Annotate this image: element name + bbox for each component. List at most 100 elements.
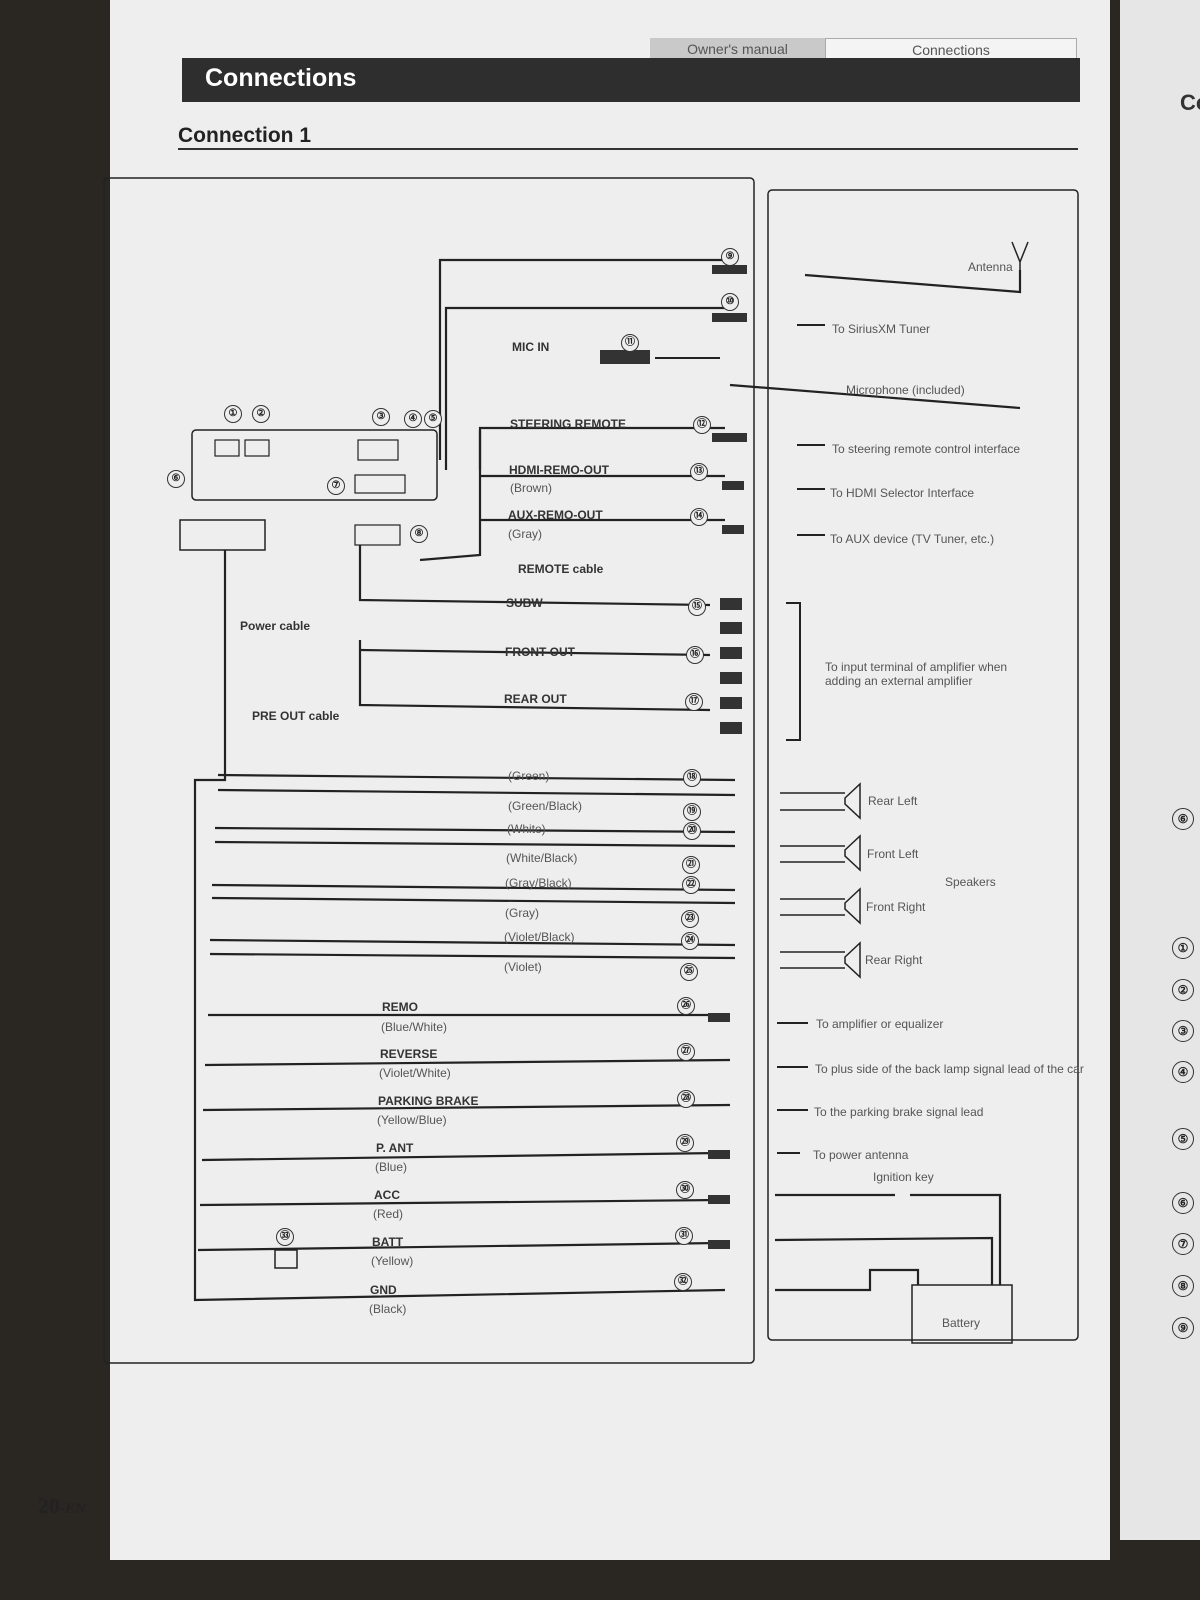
wire-30 — [199, 1198, 721, 1207]
wire-28 — [202, 1103, 731, 1112]
speaker-label-front-left: Front Left — [867, 847, 919, 861]
callout-23: ㉓ — [681, 910, 699, 928]
callout-1: ① — [224, 405, 242, 423]
speaker-rear-right — [844, 941, 861, 979]
plug-10 — [712, 313, 747, 322]
callout-16: ⑯ — [686, 646, 704, 664]
plug-12 — [712, 433, 747, 442]
wire-22 — [211, 883, 736, 892]
plug-17b — [720, 722, 742, 734]
speaker-rear-left — [844, 782, 861, 820]
plug-16b — [720, 672, 742, 684]
color-yellow: (Yellow) — [371, 1254, 414, 1268]
page-language: -EN — [60, 1501, 86, 1517]
speaker-label-front-right: Front Right — [866, 900, 926, 914]
callout-33: ㉝ — [276, 1228, 294, 1246]
callout-13: ⑬ — [690, 463, 708, 481]
dest-gnd-wire — [775, 1268, 920, 1292]
wire-power-trunk — [193, 550, 726, 1302]
wire-9 — [438, 258, 725, 460]
wire-27 — [204, 1058, 731, 1067]
plug-31 — [708, 1240, 730, 1249]
dest-hdmi: To HDMI Selector Interface — [830, 486, 975, 500]
plug-13 — [722, 481, 744, 490]
page-number: 20-EN — [38, 1493, 86, 1519]
color-green-black: (Green/Black) — [508, 799, 583, 813]
facing-callout-3: ③ — [1172, 1020, 1194, 1042]
callout-5: ⑤ — [424, 410, 442, 428]
label-front-out: FRONT OUT — [505, 645, 575, 659]
label-acc: ACC — [374, 1188, 400, 1202]
callout-28: ㉘ — [677, 1090, 695, 1108]
color-violet: (Violet) — [504, 960, 542, 974]
wire-15 — [358, 545, 711, 607]
dest-antenna-wire — [804, 270, 1022, 294]
speaker-front-right — [844, 887, 861, 925]
dest-antenna: Antenna — [968, 260, 1013, 274]
callout-8: ⑧ — [410, 525, 428, 543]
facing-callout-6: ⑥ — [1172, 1192, 1194, 1214]
wire-29 — [201, 1151, 721, 1162]
callout-19: ⑲ — [683, 803, 701, 821]
speakers-label: Speakers — [945, 875, 996, 889]
callout-12: ⑫ — [693, 416, 711, 434]
label-battery: Battery — [942, 1316, 981, 1330]
facing-callout-2: ② — [1172, 979, 1194, 1001]
callout-22: ㉒ — [682, 876, 700, 894]
page-number-value: 20 — [38, 1493, 60, 1518]
color-gray: (Gray) — [508, 527, 542, 541]
label-aux-remo-out: AUX-REMO-OUT — [508, 508, 603, 522]
section-rule — [178, 148, 1078, 150]
speaker-leads — [780, 792, 845, 969]
label-ignition-key: Ignition key — [873, 1170, 934, 1184]
label-rear-out: REAR OUT — [504, 692, 567, 706]
plug-15b — [720, 622, 742, 634]
label-batt: BATT — [372, 1235, 404, 1249]
color-yellow-blue: (Yellow/Blue) — [377, 1113, 447, 1127]
color-blue-white: (Blue/White) — [381, 1020, 448, 1034]
color-blue: (Blue) — [375, 1160, 408, 1174]
callout-18: ⑱ — [683, 769, 701, 787]
wire-10 — [444, 306, 725, 470]
callout-25: ㉕ — [680, 963, 698, 981]
dest-microphone: Microphone (included) — [846, 383, 965, 397]
callout-26: ㉖ — [677, 997, 695, 1015]
label-p-ant: P. ANT — [376, 1141, 414, 1155]
wire-16 — [359, 648, 711, 657]
speaker-label-rear-left: Rear Left — [868, 794, 918, 808]
callout-7: ⑦ — [327, 477, 345, 495]
label-mic-in: MIC IN — [512, 340, 550, 354]
tab-owners-manual: Owner's manual — [650, 38, 825, 60]
color-red: (Red) — [373, 1207, 404, 1221]
plug-29 — [708, 1150, 730, 1159]
title-bar — [182, 58, 1080, 102]
callout-9: ⑨ — [721, 248, 739, 266]
preout-connector — [354, 524, 401, 546]
facing-callout-8: ⑧ — [1172, 1275, 1194, 1297]
unit-port-3 — [357, 439, 399, 461]
wire-21 — [214, 840, 736, 848]
battery-box — [911, 1284, 1013, 1344]
callout-20: ⑳ — [683, 822, 701, 840]
callout-21: ㉑ — [682, 856, 700, 874]
wire-17 — [358, 640, 711, 712]
section-title: Connection 1 — [178, 124, 312, 147]
facing-callout-9: ⑨ — [1172, 1317, 1194, 1339]
wire-remote — [419, 430, 482, 562]
callout-6: ⑥ — [167, 470, 185, 488]
wire-31 — [197, 1241, 721, 1252]
label-remote-cable: REMOTE cable — [518, 562, 604, 576]
plug-9 — [712, 265, 747, 274]
callout-30: ㉚ — [676, 1181, 694, 1199]
page-title: Connections — [205, 64, 357, 92]
callout-2: ② — [252, 405, 270, 423]
dest-siriusxm: To SiriusXM Tuner — [832, 322, 931, 336]
wire-19 — [217, 788, 736, 797]
label-parking-brake: PARKING BRAKE — [378, 1094, 479, 1108]
color-gray-speaker: (Gray) — [505, 906, 539, 920]
color-violet-white: (Violet/White) — [379, 1066, 451, 1080]
callout-3: ③ — [372, 408, 390, 426]
dest-steering: To steering remote control interface — [832, 442, 1021, 456]
unit-port-2 — [244, 439, 270, 457]
